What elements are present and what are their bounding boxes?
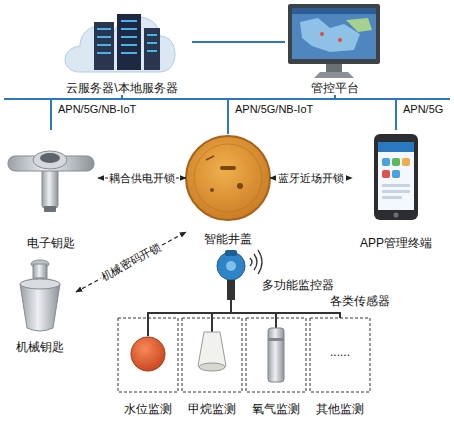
electronic-key-icon [8, 151, 94, 212]
connector-label: 机械密码开锁 [98, 240, 164, 284]
node-label: 甲烷监测 [188, 402, 236, 416]
connector-label: APN/5G/NB-IoT [58, 103, 136, 116]
methane-sensor [198, 318, 226, 371]
cloud-server-icon [65, 14, 175, 72]
manhole-cover-icon [186, 136, 270, 220]
node-label: 多功能监控器 [262, 278, 334, 292]
group-label: 各类传感器 [330, 294, 390, 308]
sensor-frames [118, 318, 370, 392]
monitor-device-icon [217, 250, 262, 300]
node-label: 氧气监测 [252, 402, 300, 416]
electronic-key-node: 电子钥匙 [4, 130, 98, 250]
ellipsis-mark: ...... [330, 345, 350, 359]
node-label: 电子钥匙 [27, 236, 75, 250]
node-label: 水位监测 [124, 402, 172, 416]
mechanical-key-icon [20, 260, 60, 331]
platform-node: 管控平台 [285, 2, 385, 95]
oxygen-sensor [268, 318, 284, 382]
node-label: 管控平台 [311, 81, 359, 95]
connector-label: APN/5G [403, 103, 443, 116]
network-link [335, 95, 396, 130]
sensor-cable [231, 300, 340, 318]
sensor-node: 其他监测 [310, 318, 370, 416]
server-node: 云服务器\本地服务器 [52, 2, 192, 95]
mechanical-key-node: 机械钥匙 [4, 258, 76, 354]
sensor-cable [148, 300, 231, 318]
sensor-node: 甲烷监测 [182, 318, 242, 416]
monitor-device-node: 多功能监控器 [204, 250, 334, 300]
node-label: 智能井盖 [204, 232, 252, 246]
phone-icon [374, 134, 418, 220]
network-link [192, 41, 285, 43]
water-level-sensor [131, 318, 165, 371]
node-label: 其他监测 [316, 402, 364, 416]
node-label: 机械钥匙 [16, 340, 64, 354]
sensor-node: 水位监测 [118, 318, 178, 416]
connector-label: APN/5G/NB-IoT [235, 103, 313, 116]
monitor-icon [288, 4, 380, 78]
sensor-node: 氧气监测 [246, 318, 306, 416]
network-link [122, 95, 228, 134]
sensor-cable [231, 300, 276, 318]
connector-label: 耦合供电开锁 [108, 172, 176, 185]
manhole-cover-node: 智能井盖 [186, 134, 270, 246]
sensor-cable [212, 300, 231, 318]
node-label: 云服务器\本地服务器 [66, 81, 177, 95]
node-label: APP管理终端 [360, 236, 432, 250]
unlock-arrow [76, 232, 186, 292]
connector-label: 蓝牙近场开锁 [277, 172, 345, 185]
app-terminal-node: APP管理终端 [352, 130, 440, 250]
